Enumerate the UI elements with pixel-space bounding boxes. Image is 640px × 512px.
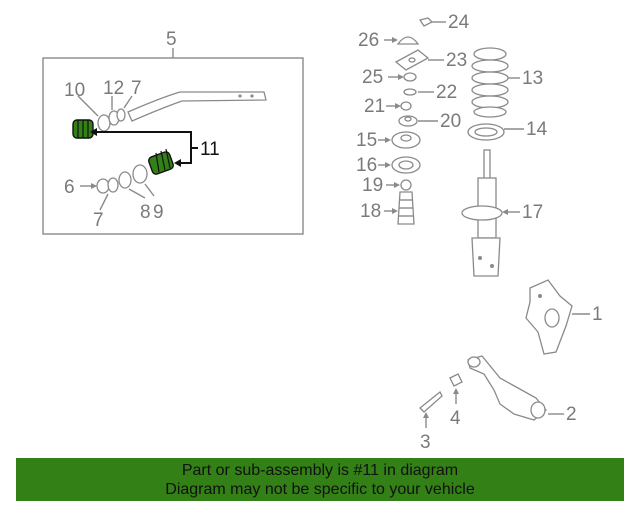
callout-22: 22	[436, 82, 457, 103]
strut-mount-stack: 24 26 23 25 22 21 20 15	[356, 12, 470, 225]
stabilizer-bar	[127, 91, 267, 122]
coil-spring-part-13: 13	[471, 47, 543, 118]
callout-21: 21	[364, 96, 385, 117]
strut-part-17: 17	[461, 149, 543, 277]
callout-7-lower: 7	[93, 210, 104, 231]
banner-line-2: Diagram may not be specific to your vehi…	[165, 481, 475, 498]
bumper-part-19	[400, 179, 412, 191]
callout-17: 17	[522, 202, 543, 223]
callout-4: 4	[450, 408, 461, 429]
callout-26: 26	[358, 30, 379, 51]
parts-diagram: 5 10 12 7 11	[42, 12, 603, 453]
callout-11: 11	[200, 139, 220, 160]
nut-part-24	[418, 17, 434, 27]
callout-7-upper: 7	[131, 78, 142, 99]
washer-part-8	[118, 171, 132, 189]
bolt-part-3: 3	[419, 390, 443, 453]
callout-13: 13	[522, 68, 543, 89]
callout-11-leader	[92, 131, 192, 164]
callout-1: 1	[592, 304, 603, 325]
callout-24: 24	[448, 12, 470, 33]
stabilizer-bar-inset: 5 10 12 7 11	[42, 29, 304, 235]
washer-part-9	[132, 164, 148, 184]
nut-part-4: 4	[449, 373, 463, 429]
bushing-part-11-upper	[72, 119, 94, 139]
callout-25: 25	[362, 67, 383, 88]
washer-part-10	[97, 114, 111, 132]
washer-part-22	[403, 88, 417, 96]
callout-14: 14	[526, 119, 548, 140]
banner-line-1: Part or sub-assembly is #11 in diagram	[181, 462, 459, 479]
callout-9: 9	[153, 202, 164, 223]
spring-seat-part-14: 14	[467, 119, 548, 141]
callout-16: 16	[356, 155, 377, 176]
callout-20: 20	[440, 111, 461, 132]
bushing-part-21	[400, 101, 412, 111]
callout-15: 15	[356, 130, 377, 151]
callout-12: 12	[103, 78, 124, 99]
nut-part-6	[96, 178, 110, 194]
callout-19: 19	[362, 175, 383, 196]
cap-part-26	[396, 36, 420, 45]
bushing-part-11-lower	[148, 148, 174, 175]
callout-2: 2	[566, 404, 577, 425]
knuckle-part-1: 1	[525, 279, 603, 355]
callout-8: 8	[140, 202, 151, 223]
callout-5: 5	[166, 29, 177, 50]
info-banner: Part or sub-assembly is #11 in diagram D…	[16, 458, 624, 501]
nut-part-25	[403, 72, 417, 82]
washer-part-7-lower	[107, 177, 119, 193]
control-arm-part-2: 2	[467, 355, 577, 425]
callout-18: 18	[360, 201, 381, 222]
callout-23: 23	[446, 50, 467, 71]
callout-10: 10	[64, 80, 85, 101]
callout-3: 3	[420, 432, 431, 453]
callout-6: 6	[64, 177, 75, 198]
